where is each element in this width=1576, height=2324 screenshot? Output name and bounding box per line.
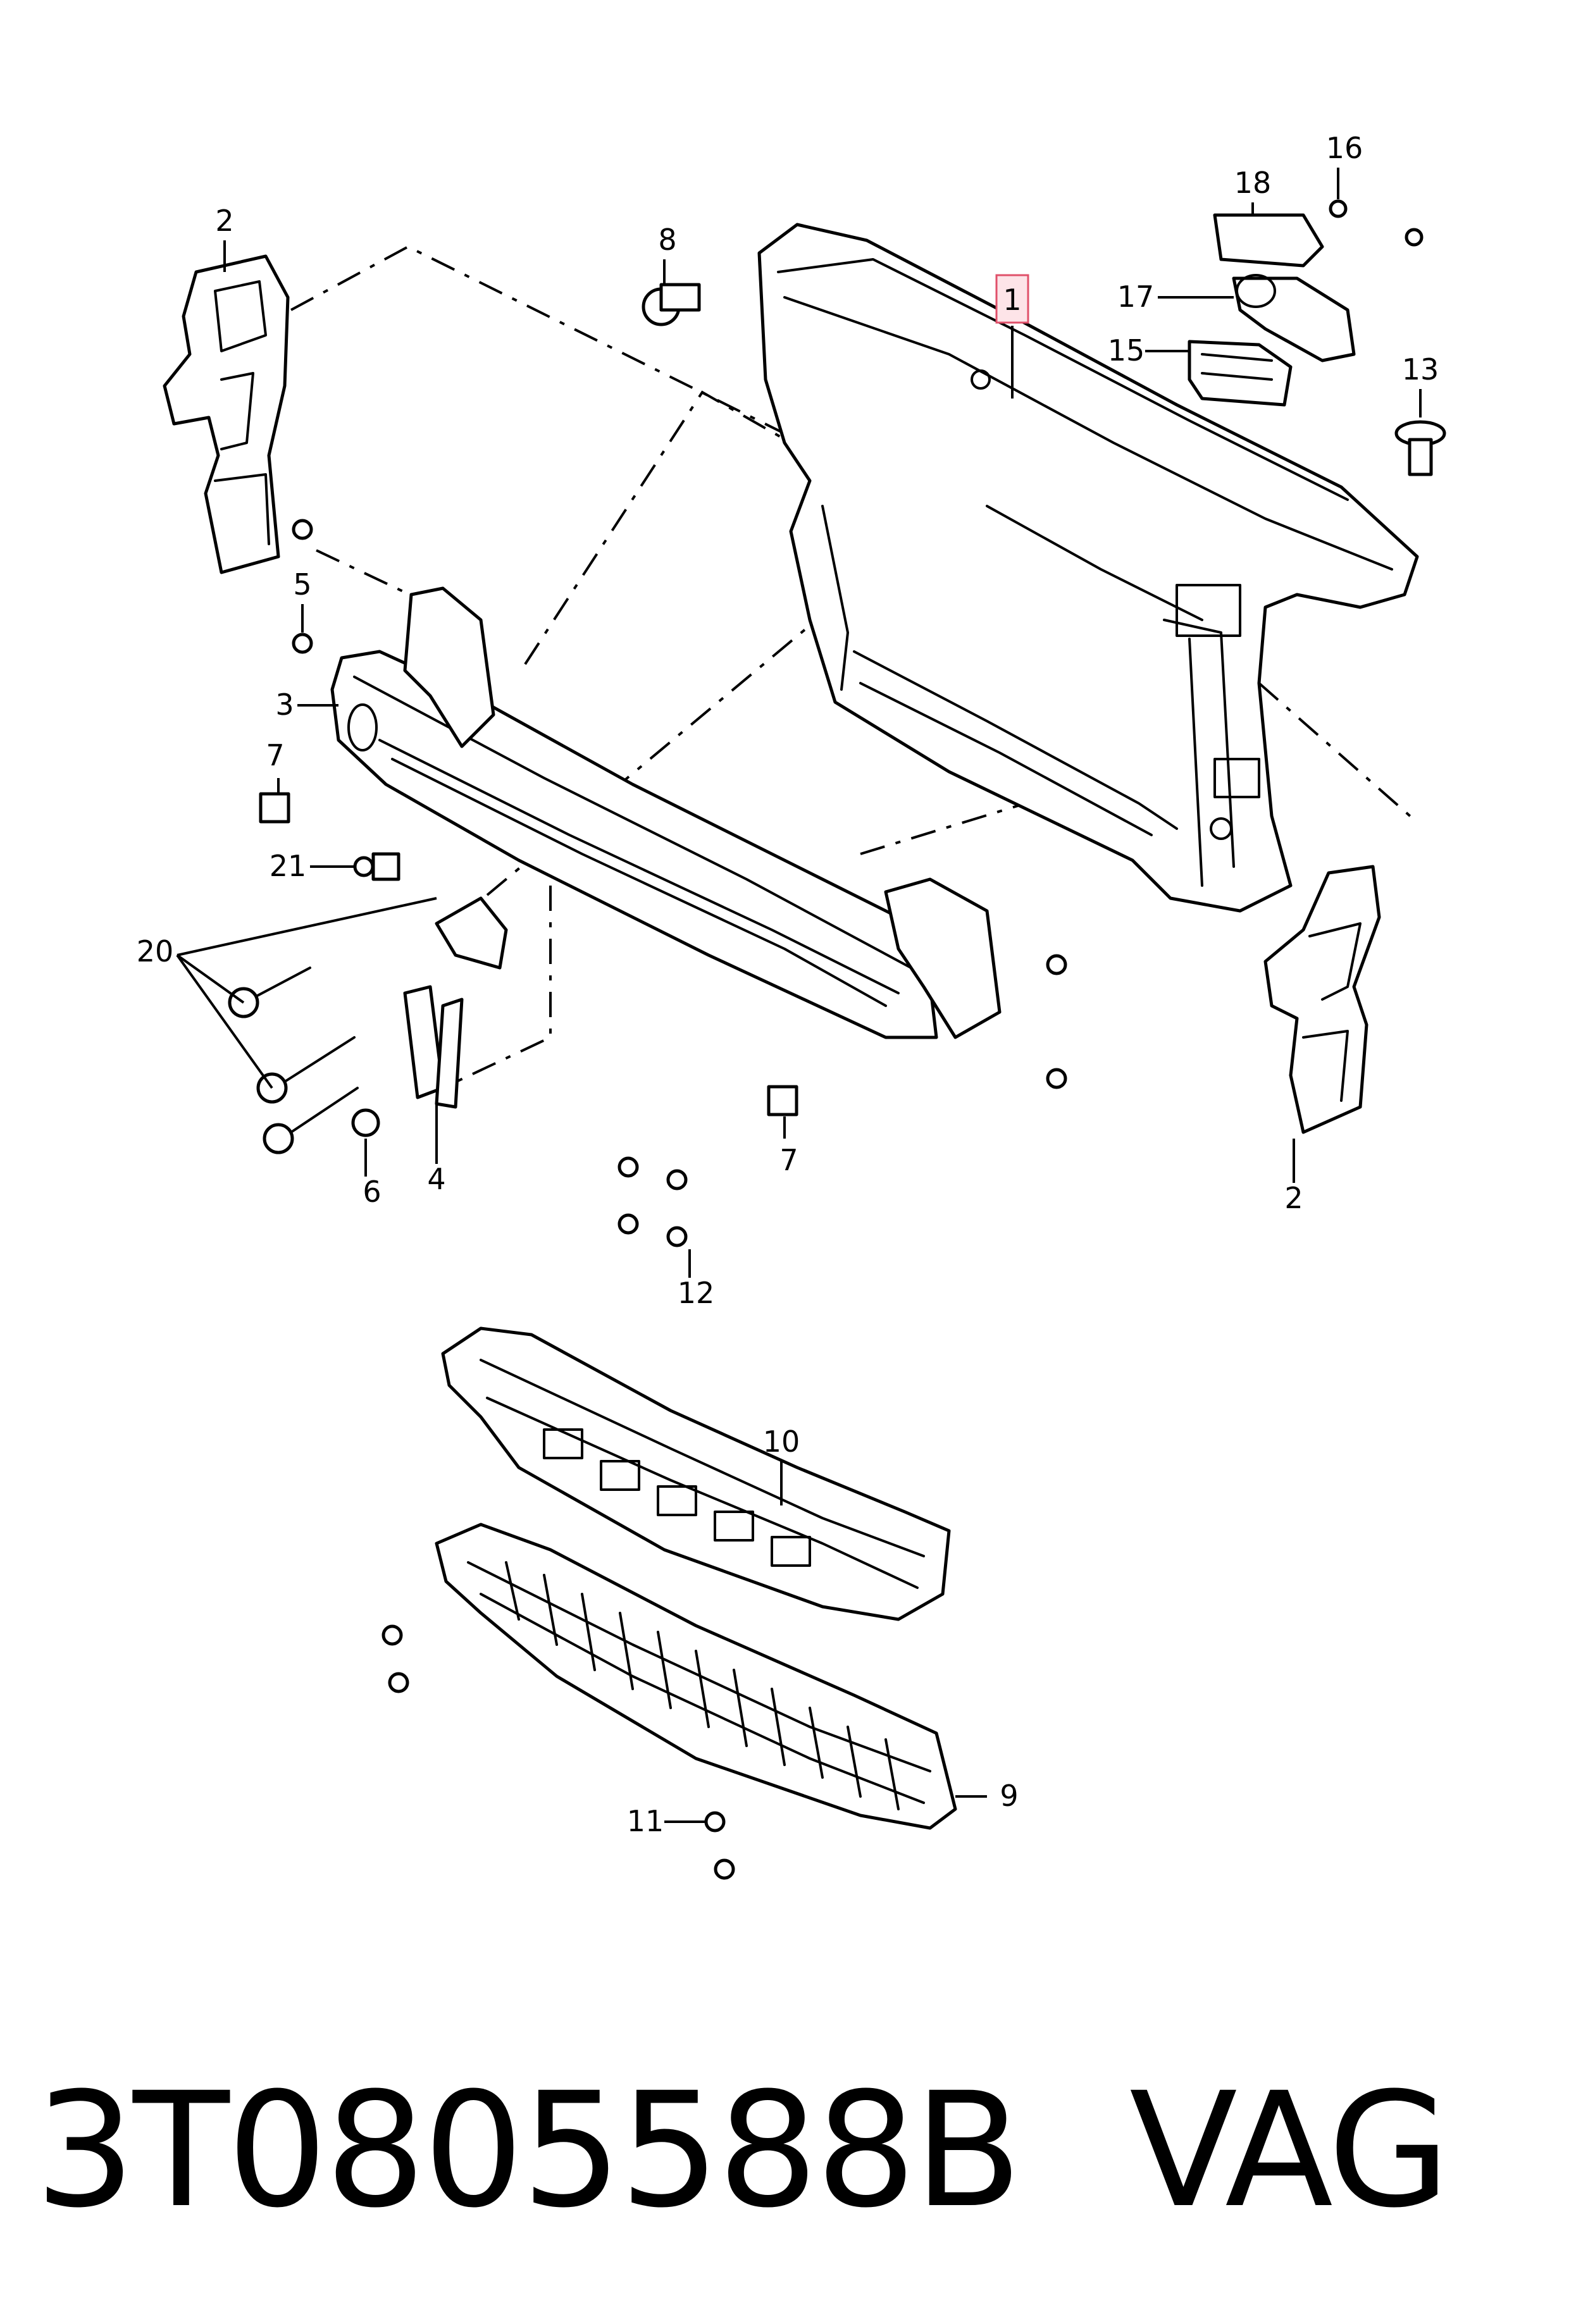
- clip-part-13: [1394, 420, 1446, 476]
- callout-5: 5: [293, 567, 311, 602]
- fasteners: [228, 199, 1446, 1880]
- callout-10: 10: [763, 1425, 800, 1459]
- energy-absorber-part-10: [441, 1326, 951, 1621]
- callout-11: 11: [627, 1804, 664, 1838]
- callout-13: 13: [1402, 352, 1439, 386]
- brand-label: VAG: [1129, 2058, 1450, 2242]
- screw-part-21: [353, 852, 400, 881]
- callout-1: 1: [1003, 283, 1021, 317]
- callout-labels: 1 2 2 3 4 5 6 7 7 8 9 10 11 12 13 15 16 …: [137, 131, 1439, 1838]
- callout-18: 18: [1234, 166, 1272, 200]
- callout-9: 9: [1000, 1779, 1018, 1813]
- screw-part-5: [292, 519, 313, 654]
- screw-part-16: [1329, 199, 1424, 247]
- callout-8: 8: [658, 223, 676, 257]
- brackets-part-4: [403, 896, 508, 1109]
- lock-carrier-part-1: [757, 223, 1419, 913]
- callout-2-left: 2: [215, 204, 233, 238]
- leader-lines: [176, 168, 1422, 1823]
- bolt-part-8: [642, 283, 701, 326]
- bolts-part-20: [228, 967, 359, 1154]
- callout-6: 6: [363, 1175, 381, 1209]
- callout-12: 12: [678, 1276, 715, 1310]
- callout-21: 21: [270, 849, 307, 883]
- callout-7-right: 7: [779, 1143, 798, 1177]
- bumper-beam-part-3: [330, 586, 1002, 1039]
- callout-4: 4: [427, 1162, 445, 1196]
- screws-part-11: [704, 1811, 735, 1880]
- air-guide-left-part-2: [163, 254, 290, 574]
- callout-20: 20: [137, 934, 174, 968]
- air-guide-right-part-2: [1263, 865, 1381, 1134]
- callout-3: 3: [275, 688, 294, 722]
- callout-16: 16: [1326, 131, 1363, 165]
- clip-part-7: [259, 792, 798, 1116]
- lower-grille-part-9: [435, 1523, 957, 1830]
- callout-7-left: 7: [266, 738, 284, 772]
- highlight-box-part-1: [995, 274, 1029, 324]
- screws-part-12: [617, 1156, 688, 1247]
- small-parts-upper-right: [1188, 213, 1356, 407]
- part-number: 3T0805588B: [35, 2058, 1022, 2242]
- callout-15: 15: [1108, 333, 1145, 368]
- callout-17: 17: [1117, 280, 1155, 314]
- callout-2-right: 2: [1284, 1181, 1303, 1215]
- nut-part-6: [351, 1108, 380, 1137]
- footer: 3T0805588B VAG: [0, 2056, 1576, 2246]
- screws-right: [1046, 954, 1067, 1089]
- screws-left-grille: [382, 1624, 409, 1693]
